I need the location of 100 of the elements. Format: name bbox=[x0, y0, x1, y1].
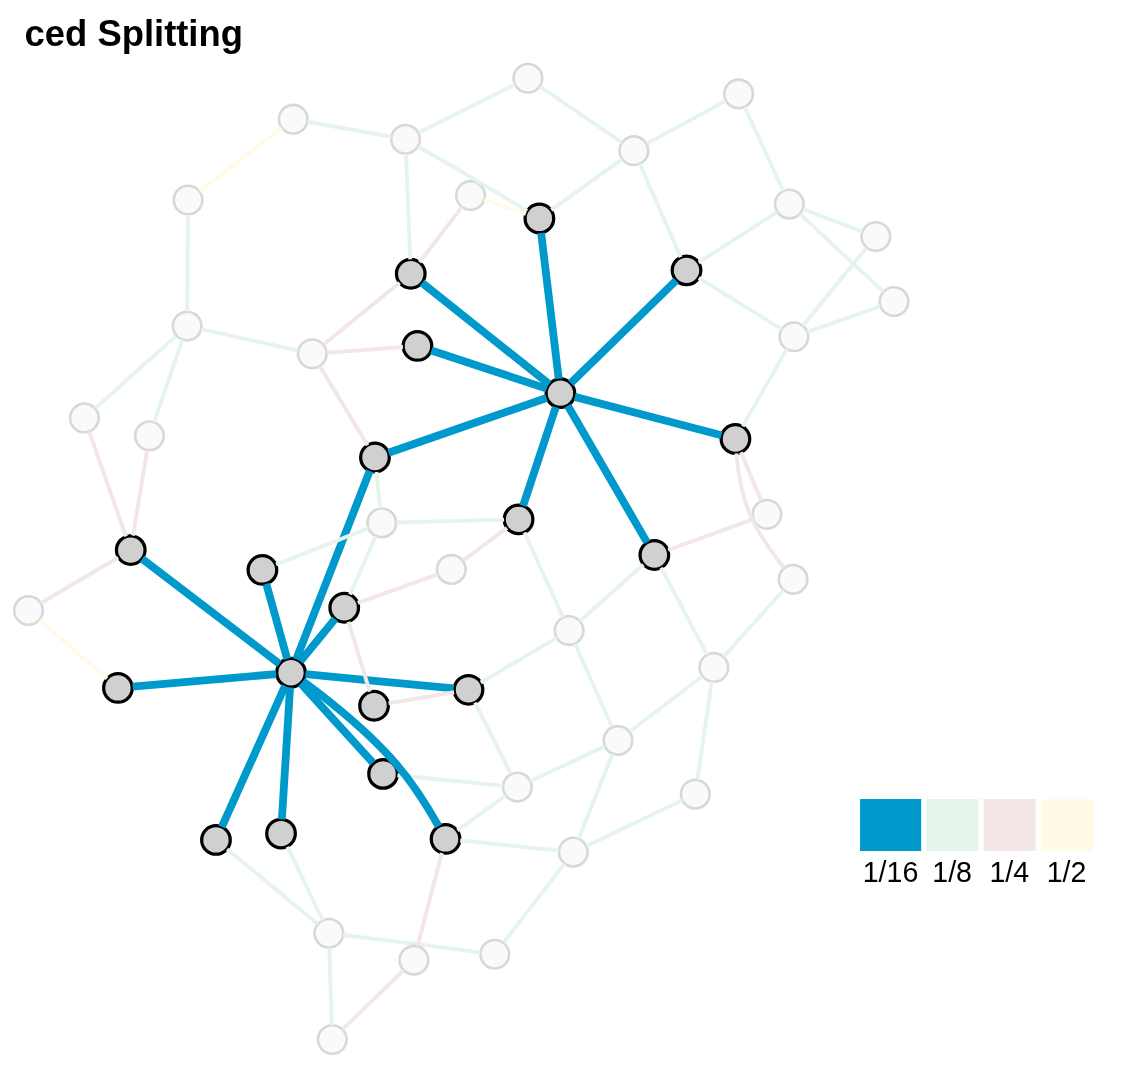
connector bbox=[456, 793, 507, 832]
node-circle bbox=[878, 285, 910, 318]
connector bbox=[87, 431, 128, 538]
node-circle bbox=[602, 724, 634, 756]
node-circle bbox=[316, 1023, 348, 1056]
connector bbox=[415, 852, 444, 947]
node-circle bbox=[12, 594, 45, 627]
connector bbox=[404, 153, 413, 260]
connector bbox=[537, 232, 563, 380]
connector bbox=[801, 246, 868, 327]
connector bbox=[645, 99, 727, 146]
connector bbox=[307, 119, 392, 139]
connector bbox=[697, 210, 779, 265]
legend-label: 1/4 bbox=[989, 855, 1030, 888]
node-circle bbox=[773, 188, 805, 220]
connector bbox=[742, 106, 786, 192]
connector bbox=[418, 205, 464, 264]
legend-label: 1/16 bbox=[862, 855, 919, 888]
node-circle bbox=[618, 135, 650, 167]
node-circle bbox=[398, 944, 430, 976]
connector bbox=[522, 531, 565, 619]
connector bbox=[94, 334, 178, 410]
connector bbox=[131, 449, 149, 536]
node-circle bbox=[394, 257, 427, 290]
connector bbox=[292, 469, 374, 661]
connector bbox=[739, 451, 764, 502]
connector bbox=[564, 403, 651, 545]
connector bbox=[529, 744, 606, 783]
connector bbox=[322, 281, 401, 347]
connector bbox=[297, 616, 339, 664]
node-circle bbox=[679, 778, 711, 810]
node-circle bbox=[172, 184, 204, 216]
node-circle bbox=[502, 503, 535, 536]
node-circle bbox=[523, 202, 556, 235]
connector bbox=[285, 846, 325, 922]
node-circle bbox=[777, 563, 809, 595]
connector bbox=[387, 394, 548, 457]
node-circle bbox=[133, 420, 166, 452]
node-circle bbox=[557, 836, 589, 868]
connector bbox=[734, 453, 786, 570]
node-circle bbox=[454, 179, 487, 212]
connector bbox=[218, 684, 289, 829]
node-circle bbox=[200, 824, 232, 856]
node-circle bbox=[544, 377, 577, 410]
connector bbox=[275, 526, 369, 567]
connector bbox=[460, 838, 559, 853]
connector bbox=[348, 535, 378, 596]
connector bbox=[479, 636, 558, 685]
connector bbox=[343, 933, 481, 955]
diagram-title: ced Splitting bbox=[24, 13, 243, 55]
connector bbox=[550, 157, 623, 212]
node-circle bbox=[114, 534, 147, 567]
node-circle bbox=[429, 823, 462, 855]
connector bbox=[318, 365, 370, 447]
node-circle bbox=[778, 321, 810, 353]
node-circle bbox=[479, 938, 511, 970]
node-circle bbox=[275, 656, 307, 689]
connector bbox=[40, 555, 120, 605]
connector bbox=[802, 207, 863, 234]
node-circle bbox=[401, 330, 434, 362]
connector bbox=[798, 212, 885, 293]
connector bbox=[417, 144, 529, 213]
connector bbox=[357, 572, 439, 605]
node-circle bbox=[723, 78, 755, 110]
connector bbox=[502, 862, 566, 944]
connector bbox=[573, 393, 723, 440]
connector bbox=[578, 563, 645, 623]
legend-label: 1/2 bbox=[1046, 855, 1087, 888]
connector bbox=[628, 674, 704, 733]
legend-label: 1/8 bbox=[932, 855, 972, 888]
connector bbox=[278, 687, 294, 820]
connector bbox=[132, 670, 277, 691]
connector bbox=[201, 327, 299, 353]
node-circle bbox=[501, 771, 533, 803]
connector bbox=[346, 621, 372, 693]
connector bbox=[225, 847, 319, 926]
node-circle bbox=[68, 402, 100, 434]
connector bbox=[568, 277, 679, 386]
node-circle bbox=[435, 553, 467, 585]
connector bbox=[305, 670, 455, 693]
node-circle bbox=[265, 817, 297, 850]
node-circle bbox=[358, 689, 390, 722]
node-circle bbox=[296, 338, 328, 370]
node-circle bbox=[313, 917, 345, 949]
connector bbox=[262, 582, 291, 660]
connector bbox=[152, 339, 185, 423]
connector bbox=[430, 346, 548, 393]
node-circle bbox=[328, 591, 361, 624]
node-circle bbox=[452, 673, 485, 706]
connector bbox=[139, 555, 282, 667]
node-circle bbox=[638, 539, 671, 571]
connector bbox=[341, 968, 405, 1031]
connector bbox=[695, 681, 714, 780]
connector bbox=[483, 198, 527, 216]
connector bbox=[473, 701, 513, 775]
connector bbox=[697, 276, 783, 331]
connector bbox=[722, 588, 785, 658]
node-circle bbox=[366, 507, 398, 539]
node-circle bbox=[512, 62, 544, 94]
connector bbox=[300, 678, 442, 829]
